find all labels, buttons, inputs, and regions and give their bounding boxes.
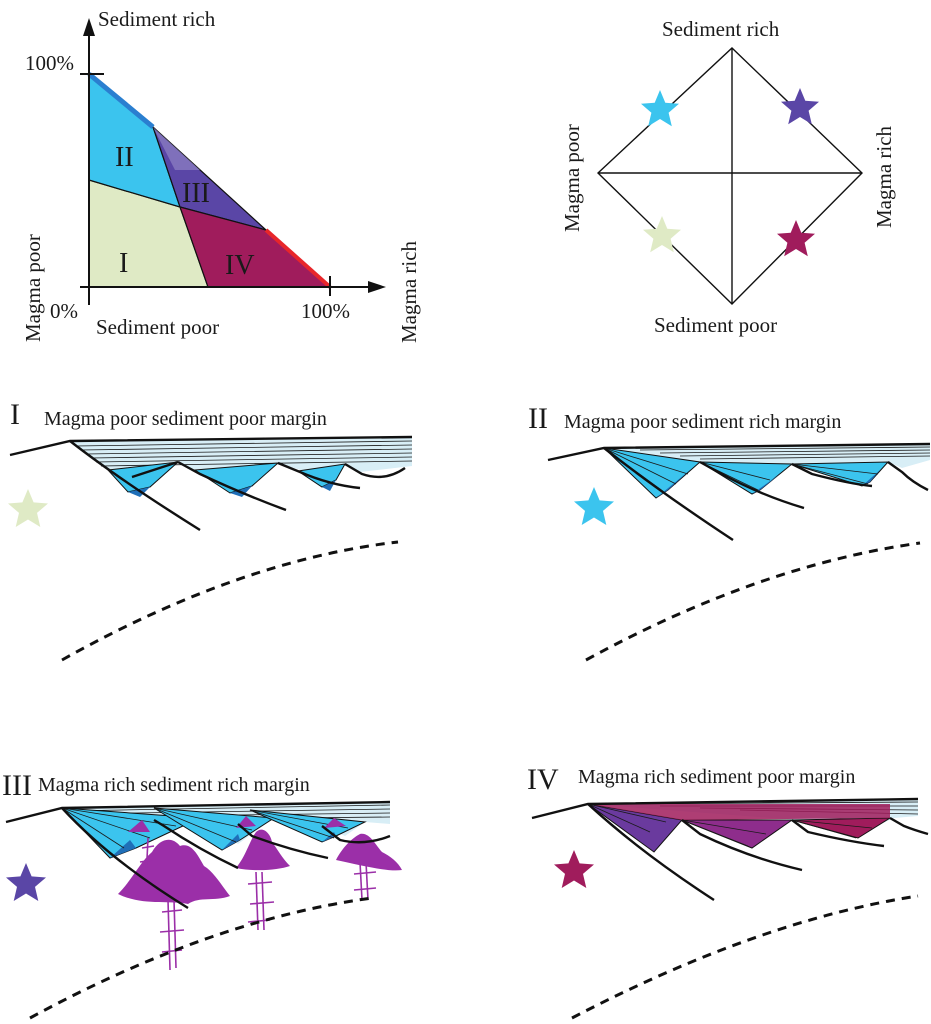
panel-II-numeral: II bbox=[528, 402, 548, 435]
right-side-label: Magma rich bbox=[397, 240, 421, 343]
hypotenuse-blue bbox=[87, 72, 155, 129]
diamond-bottom-label: Sediment poor bbox=[654, 313, 777, 337]
panel-III-fault-1 bbox=[61, 807, 189, 910]
panel-IV-star bbox=[554, 850, 594, 888]
panel-III-dikes bbox=[139, 837, 377, 971]
panel-III-magma-sill-1 bbox=[128, 820, 150, 832]
field-I-label: I bbox=[119, 248, 128, 279]
panel-III-moho bbox=[29, 896, 373, 1020]
x-axis-arrow bbox=[368, 281, 386, 293]
panel-IV-cap bbox=[588, 804, 890, 820]
field-II-label: II bbox=[115, 142, 134, 173]
panel-IV-moho bbox=[571, 894, 919, 1020]
panel-III-wedge-2-dark bbox=[222, 834, 240, 850]
panel-IV-wedge-3 bbox=[791, 817, 892, 839]
panel-III-numeral: III bbox=[2, 769, 32, 802]
panel-I-fault-5 bbox=[131, 460, 179, 479]
panel-II-sediment-layers bbox=[639, 446, 931, 460]
x-axis-label: Sediment poor bbox=[96, 315, 219, 339]
panel-III-magma-body-3 bbox=[336, 833, 402, 871]
left-side-label: Magma poor bbox=[21, 234, 45, 342]
diamond-top-label: Sediment rich bbox=[662, 17, 780, 41]
panel-III-wedge-1-dark bbox=[110, 840, 136, 858]
y-max-label: 100% bbox=[25, 51, 74, 75]
panel-I-fault-2 bbox=[177, 460, 287, 512]
panel-II-wedge-2-dark bbox=[752, 474, 780, 494]
star-icon-top-left bbox=[641, 90, 679, 127]
panel-II: II Magma poor sediment rich margin bbox=[528, 402, 931, 662]
panel-IV-fault-4 bbox=[889, 816, 929, 836]
field-IV-label: IV bbox=[225, 250, 255, 281]
panel-III-magma-body-1 bbox=[118, 839, 230, 904]
panel-II-moho bbox=[585, 541, 921, 662]
hypotenuse-red bbox=[264, 228, 332, 289]
panel-I: I Magma poor sediment poor margin bbox=[8, 398, 413, 662]
y-axis-label: Sediment rich bbox=[98, 7, 216, 31]
panel-I-fault-3 bbox=[277, 461, 361, 490]
star-icon bbox=[8, 489, 48, 527]
panel-III-title: Magma rich sediment rich margin bbox=[38, 774, 310, 796]
field-III-light bbox=[153, 127, 200, 170]
panel-IV-numeral: IV bbox=[527, 763, 559, 796]
panel-II-fault-2 bbox=[699, 460, 805, 510]
panel-II-star bbox=[574, 487, 614, 525]
panel-I-moho bbox=[61, 540, 399, 662]
diamond-right-label: Magma rich bbox=[872, 125, 896, 228]
field-III-label: III bbox=[182, 178, 210, 209]
star-icon bbox=[574, 487, 614, 525]
diamond-diagram: Sediment rich Sediment poor Magma poor M… bbox=[560, 17, 896, 337]
panel-IV: IV Magma rich sediment poor margin bbox=[527, 763, 929, 1020]
panel-III-magma-sill-3 bbox=[324, 818, 346, 828]
star-icon bbox=[6, 863, 46, 901]
y-axis-arrow bbox=[83, 18, 95, 36]
panel-II-wedge-1-dark bbox=[656, 470, 690, 498]
panel-III: III Magma rich sediment rich margin bbox=[2, 769, 402, 1020]
ternary-diagram: I II III IV Sediment rich 100% 0% Sedime… bbox=[21, 7, 421, 343]
star-icon-top-right bbox=[781, 88, 819, 125]
panel-II-title: Magma poor sediment rich margin bbox=[564, 411, 841, 433]
star-icon-bottom-right bbox=[777, 220, 815, 257]
origin-label: 0% bbox=[50, 299, 78, 323]
panel-II-wedge-2 bbox=[698, 461, 794, 495]
panel-III-fault-2 bbox=[153, 818, 239, 870]
diamond-left-label: Magma poor bbox=[560, 124, 584, 232]
panel-I-numeral: I bbox=[10, 398, 20, 431]
panel-II-fault-3 bbox=[791, 462, 873, 488]
panel-I-star bbox=[8, 489, 48, 527]
panel-II-fault-4 bbox=[887, 461, 929, 492]
panel-IV-fault-2 bbox=[681, 819, 803, 872]
panel-III-magma-body-2 bbox=[236, 829, 290, 871]
x-max-label: 100% bbox=[301, 299, 350, 323]
panel-III-fault-3 bbox=[237, 823, 329, 860]
panel-I-title: Magma poor sediment poor margin bbox=[44, 408, 327, 430]
star-icon-bottom-left bbox=[643, 216, 681, 253]
panel-III-star bbox=[6, 863, 46, 901]
panel-I-fault-4 bbox=[344, 462, 406, 479]
panel-IV-title: Magma rich sediment poor margin bbox=[578, 766, 855, 788]
diamond-outline bbox=[596, 47, 863, 305]
panel-III-fault-4 bbox=[321, 825, 391, 844]
star-icon bbox=[554, 850, 594, 888]
panel-IV-fault-3 bbox=[791, 819, 885, 848]
panel-I-fault-1 bbox=[69, 440, 201, 532]
panel-IV-fault-1 bbox=[587, 803, 715, 902]
diamond-stars bbox=[641, 88, 819, 257]
panel-I-wedge-1-dark bbox=[128, 487, 150, 497]
panel-II-fault-1 bbox=[603, 447, 734, 542]
